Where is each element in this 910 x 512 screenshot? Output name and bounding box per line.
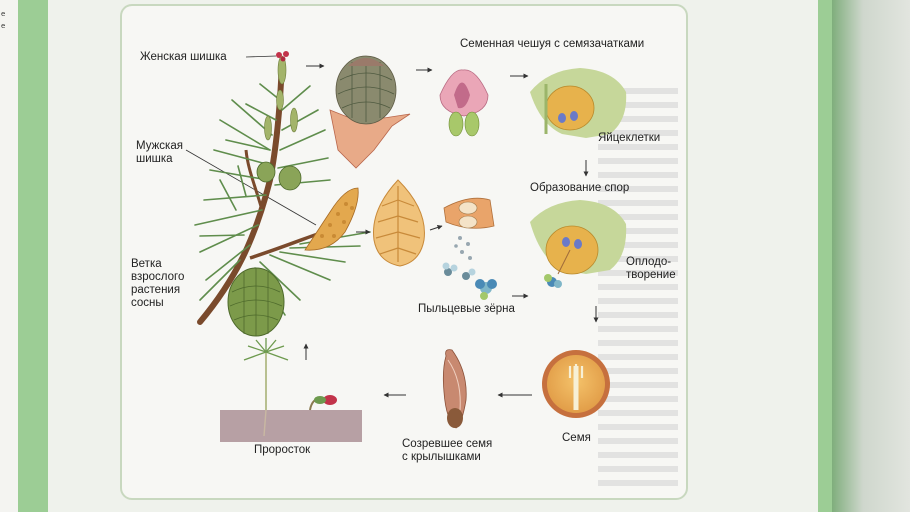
label-seed: Семя bbox=[562, 432, 591, 444]
pine-branch bbox=[194, 51, 371, 337]
label-mature-seed: Созревшее семя с крылышками bbox=[402, 438, 493, 463]
seed-scale-closeup bbox=[439, 69, 489, 137]
pollen-sac bbox=[443, 197, 495, 260]
leader-line-male bbox=[185, 149, 317, 226]
label-sprout: Проросток bbox=[254, 444, 311, 456]
label-branch: Ветка взрослого растения сосны bbox=[131, 258, 185, 309]
flow-arrows bbox=[303, 63, 599, 398]
label-pollen-grains: Пыльцевые зёрна bbox=[418, 303, 515, 315]
female-cone-closeup bbox=[329, 55, 411, 169]
label-female-cone: Женская шишка bbox=[140, 51, 227, 63]
label-spore-formation: Образование спор bbox=[530, 182, 630, 194]
pollen-grains-drawing bbox=[442, 262, 497, 300]
winged-seed bbox=[442, 349, 467, 429]
side-text-2: е bbox=[1, 22, 6, 30]
leader-line-female bbox=[245, 55, 277, 58]
adjacent-page: e е bbox=[0, 0, 18, 512]
sprout-scene bbox=[220, 338, 362, 442]
book-edge bbox=[832, 0, 910, 512]
seed-section bbox=[542, 350, 610, 418]
label-egg-cells: Яйцеклетки bbox=[598, 132, 661, 144]
ovule-fertilization bbox=[530, 200, 627, 288]
label-fertilization: Оплодо- творение bbox=[626, 256, 676, 281]
side-text-1: e bbox=[1, 10, 6, 18]
ovule-egg-cells bbox=[530, 68, 627, 138]
bleed-through-text bbox=[598, 88, 678, 488]
label-male-cone: Мужская шишка bbox=[136, 140, 183, 165]
label-seed-scale: Семенная чешуя с семязачатками bbox=[460, 38, 645, 50]
male-cone-section bbox=[373, 179, 425, 267]
